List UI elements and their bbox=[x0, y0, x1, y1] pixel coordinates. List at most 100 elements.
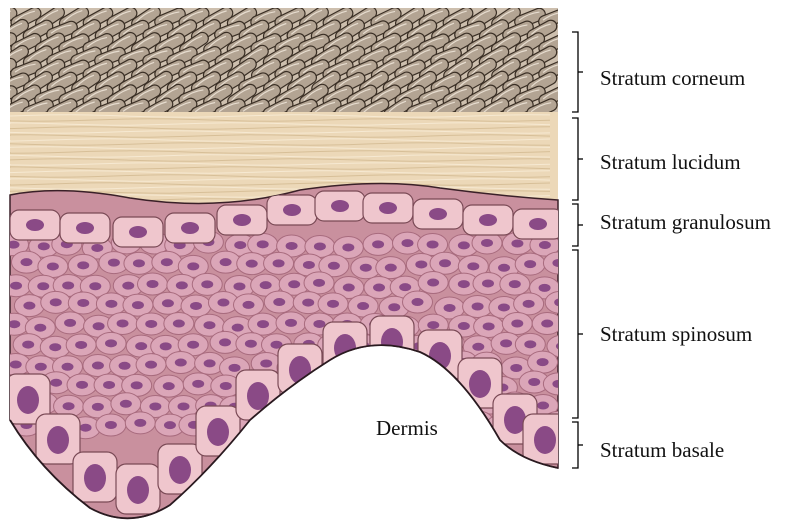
spinosum-cell bbox=[278, 394, 308, 416]
spinosum-nucleus bbox=[162, 299, 174, 307]
spinosum-nucleus bbox=[64, 319, 76, 327]
spinosum-cell bbox=[349, 416, 379, 438]
spinosum-nucleus bbox=[426, 401, 438, 409]
spinosum-nucleus bbox=[117, 319, 129, 327]
label-stratum-spinosum: Stratum spinosum bbox=[600, 324, 752, 345]
spinosum-nucleus bbox=[105, 300, 117, 308]
label-stratum-corneum: Stratum corneum bbox=[600, 68, 745, 89]
spinosum-nucleus bbox=[388, 303, 400, 311]
spinosum-nucleus bbox=[372, 240, 384, 248]
spinosum-cell bbox=[294, 416, 324, 438]
basal-nucleus bbox=[84, 464, 106, 492]
living-epidermis bbox=[0, 183, 577, 518]
spinosum-nucleus bbox=[286, 242, 298, 250]
basal-nucleus bbox=[534, 426, 556, 454]
granulosum-nucleus bbox=[76, 222, 94, 234]
spinosum-nucleus bbox=[498, 303, 510, 311]
basal-nucleus bbox=[127, 476, 149, 504]
spinosum-nucleus bbox=[187, 341, 199, 349]
spinosum-cell bbox=[351, 376, 381, 398]
spinosum-nucleus bbox=[273, 259, 285, 267]
label-stratum-granulosum: Stratum granulosum bbox=[600, 212, 771, 233]
spinosum-nucleus bbox=[397, 358, 409, 366]
spinosum-nucleus bbox=[91, 244, 103, 252]
spinosum-nucleus bbox=[524, 340, 536, 348]
spinosum-nucleus bbox=[175, 359, 187, 367]
spinosum-cell bbox=[263, 416, 293, 438]
spinosum-nucleus bbox=[511, 320, 523, 328]
spinosum-nucleus bbox=[229, 364, 241, 372]
spinosum-nucleus bbox=[415, 260, 427, 268]
spinosum-nucleus bbox=[539, 241, 551, 249]
spinosum-nucleus bbox=[20, 258, 32, 266]
spinosum-nucleus bbox=[233, 282, 245, 290]
spinosum-nucleus bbox=[498, 264, 510, 272]
basal-nucleus bbox=[47, 426, 69, 454]
spinosum-nucleus bbox=[80, 424, 92, 432]
spinosum-nucleus bbox=[539, 284, 551, 292]
spinosum-nucleus bbox=[77, 299, 89, 307]
granulosum-nucleus bbox=[379, 202, 397, 214]
spinosum-nucleus bbox=[472, 418, 484, 426]
spinosum-cell bbox=[361, 392, 391, 414]
spinosum-nucleus bbox=[50, 379, 62, 387]
spinosum-nucleus bbox=[384, 379, 396, 387]
spinosum-nucleus bbox=[164, 421, 176, 429]
basal-nucleus bbox=[469, 370, 491, 398]
spinosum-nucleus bbox=[8, 320, 20, 328]
spinosum-nucleus bbox=[360, 383, 372, 391]
spinosum-nucleus bbox=[178, 402, 190, 410]
spinosum-nucleus bbox=[147, 280, 159, 288]
spinosum-nucleus bbox=[161, 258, 173, 266]
spinosum-cell bbox=[388, 392, 418, 414]
layer-bracket bbox=[572, 250, 578, 418]
spinosum-nucleus bbox=[427, 241, 439, 249]
spinosum-nucleus bbox=[458, 280, 470, 288]
spinosum-nucleus bbox=[49, 343, 61, 351]
spinosum-nucleus bbox=[500, 339, 512, 347]
spinosum-nucleus bbox=[458, 322, 470, 330]
spinosum-nucleus bbox=[35, 363, 47, 371]
spinosum-nucleus bbox=[219, 338, 231, 346]
spinosum-nucleus bbox=[62, 282, 74, 290]
granulosum-nucleus bbox=[429, 208, 447, 220]
spinosum-nucleus bbox=[273, 298, 285, 306]
spinosum-nucleus bbox=[133, 259, 145, 267]
spinosum-nucleus bbox=[357, 302, 369, 310]
spinosum-cell bbox=[334, 393, 364, 415]
stratum-corneum-layer bbox=[0, 4, 571, 123]
spinosum-nucleus bbox=[509, 280, 521, 288]
spinosum-nucleus bbox=[412, 298, 424, 306]
spinosum-cell bbox=[545, 291, 575, 313]
granulosum-nucleus bbox=[283, 204, 301, 216]
spinosum-nucleus bbox=[467, 262, 479, 270]
spinosum-nucleus bbox=[122, 282, 134, 290]
basal-nucleus bbox=[207, 418, 229, 446]
spinosum-nucleus bbox=[176, 281, 188, 289]
layer-bracket bbox=[572, 422, 578, 468]
spinosum-nucleus bbox=[204, 359, 216, 367]
spinosum-nucleus bbox=[370, 399, 382, 407]
spinosum-nucleus bbox=[192, 380, 204, 388]
spinosum-nucleus bbox=[397, 399, 409, 407]
spinosum-nucleus bbox=[374, 359, 386, 367]
spinosum-nucleus bbox=[246, 260, 258, 268]
spinosum-cell bbox=[434, 415, 464, 437]
spinosum-cell bbox=[320, 415, 350, 437]
spinosum-cell bbox=[417, 394, 447, 416]
spinosum-nucleus bbox=[439, 259, 451, 267]
spinosum-nucleus bbox=[288, 280, 300, 288]
layer-bracket bbox=[572, 32, 578, 112]
spinosum-nucleus bbox=[201, 280, 213, 288]
spinosum-nucleus bbox=[34, 324, 46, 332]
spinosum-cell bbox=[406, 373, 436, 395]
spinosum-nucleus bbox=[472, 303, 484, 311]
spinosum-nucleus bbox=[103, 381, 115, 389]
spinosum-nucleus bbox=[328, 262, 340, 270]
spinosum-cell bbox=[388, 351, 418, 373]
spinosum-nucleus bbox=[105, 421, 117, 429]
spinosum-nucleus bbox=[401, 239, 413, 247]
spinosum-nucleus bbox=[523, 300, 535, 308]
granulosum-nucleus bbox=[331, 200, 349, 212]
spinosum-nucleus bbox=[173, 320, 185, 328]
